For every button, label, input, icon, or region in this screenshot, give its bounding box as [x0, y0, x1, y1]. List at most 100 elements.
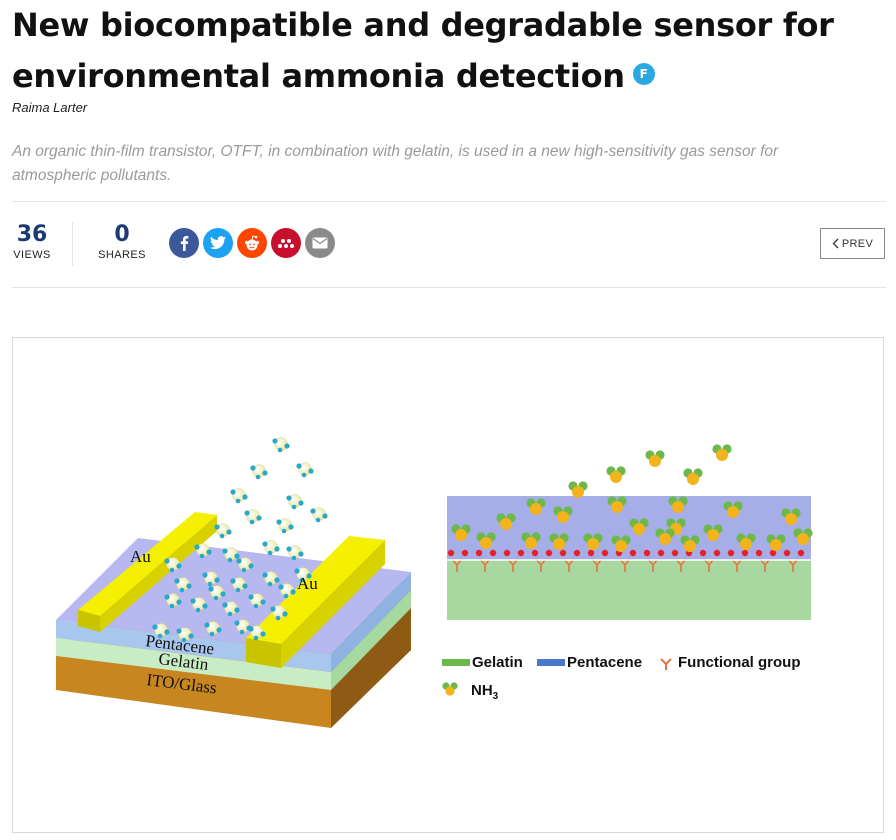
cross-section: [447, 444, 813, 620]
nh3-molecule: [286, 545, 304, 561]
interface-dot: [573, 549, 581, 557]
nh3-molecule: [629, 518, 649, 535]
nh3-molecule: [680, 535, 700, 552]
interface-dot: [657, 549, 665, 557]
au-label-left: Au: [130, 547, 151, 566]
nh3-molecule: [703, 524, 723, 541]
interface-dot: [755, 549, 763, 557]
views-label: VIEWS: [13, 249, 51, 261]
functional-group: [787, 558, 799, 572]
interface-dot: [769, 549, 777, 557]
nh3-molecule: [190, 597, 208, 613]
nh3-molecule: [683, 468, 703, 485]
functional-group: [563, 558, 575, 572]
nh3-molecule: [521, 532, 541, 549]
functional-group: [451, 558, 463, 572]
interface-dot: [545, 549, 553, 557]
divider-bottom: [12, 287, 886, 288]
reddit-icon: [244, 235, 260, 251]
nh3-molecule: [248, 593, 266, 609]
functional-group: [507, 558, 519, 572]
interface-dot: [447, 549, 455, 557]
nh3-molecule: [222, 547, 240, 563]
legend-nh3-main: NH: [471, 682, 493, 699]
nh3-molecule: [286, 494, 304, 510]
nh3-molecule: [668, 496, 688, 513]
functional-group: [591, 558, 603, 572]
au-electrode-left-top: [78, 512, 217, 616]
functional-group: [675, 558, 687, 572]
functional-group: [759, 558, 771, 572]
pentacene-interface-dots: [447, 549, 805, 557]
interface-dot: [517, 549, 525, 557]
chevron-left-icon: [832, 238, 839, 249]
legend-pentacene: Pentacene: [567, 654, 642, 671]
prev-article-button[interactable]: PREV: [820, 228, 885, 259]
email-icon: [312, 237, 328, 249]
interface-dot: [671, 549, 679, 557]
interface-dot: [601, 549, 609, 557]
au-electrode-left-side: [100, 515, 217, 632]
nh3-molecule: [272, 437, 290, 453]
share-twitter-button[interactable]: [203, 228, 233, 258]
nh3-molecule: [496, 513, 516, 530]
nh3-molecule: [526, 498, 546, 515]
interface-dot: [741, 549, 749, 557]
share-reddit-button[interactable]: [237, 228, 267, 258]
nh3-molecule: [222, 601, 240, 617]
nh3-molecule: [712, 444, 732, 461]
legend-functional: Functional group: [678, 654, 800, 671]
share-facebook-button[interactable]: [169, 228, 199, 258]
nh3-molecule: [568, 481, 588, 498]
nh3-molecule: [278, 583, 296, 599]
gelatin-layer-front: [56, 638, 331, 690]
pentacene-layer-side: [331, 572, 411, 672]
nh3-molecule: [781, 508, 801, 525]
nh3-molecule: [294, 567, 312, 583]
nh3-molecule-icon: [442, 682, 458, 696]
functional-group: [535, 558, 547, 572]
interface-dot: [797, 549, 805, 557]
nh3-molecule: [607, 496, 627, 513]
nh3-molecule: [204, 621, 222, 637]
views-stat: 36 VIEWS: [12, 222, 52, 262]
legend-nh3-sub: 3: [493, 691, 499, 702]
ito-layer-front: [56, 656, 331, 728]
divider-top: [12, 201, 886, 202]
share-email-button[interactable]: [305, 228, 335, 258]
nh3-molecule: [208, 585, 226, 601]
functional-group: [703, 558, 715, 572]
article-figure: Au Au Pentacene Gelatin ITO/Glass Gelati…: [12, 337, 884, 833]
interface-dot: [531, 549, 539, 557]
gelatin-layer-side: [331, 590, 411, 690]
nh3-molecule: [194, 543, 212, 559]
featured-badge-icon: F: [632, 63, 655, 85]
nh3-molecule: [270, 605, 288, 621]
nh3-molecule: [655, 528, 675, 545]
interface-dot: [559, 549, 567, 557]
nh3-molecule: [176, 627, 194, 643]
nh3-molecule: [451, 524, 471, 541]
nh3-molecule: [244, 509, 262, 525]
author-name[interactable]: Raima Larter: [12, 100, 88, 115]
nh3-molecule: [152, 623, 170, 639]
facebook-icon: [180, 236, 189, 251]
share-mix-button[interactable]: [271, 228, 301, 258]
au-electrode-right-side: [281, 540, 385, 668]
nh3-molecule: [262, 571, 280, 587]
au-label-right: Au: [297, 574, 318, 593]
nh3-molecule: [611, 535, 631, 552]
nh3-adsorbed-molecules: [451, 444, 813, 552]
interface-dot: [587, 549, 595, 557]
nh3-molecule: [262, 540, 280, 556]
nh3-molecule: [736, 533, 756, 550]
nh3-molecule: [250, 464, 268, 480]
gelatin-band: [447, 560, 811, 620]
legend-pentacene-swatch: [537, 659, 565, 666]
nh3-molecule: [234, 619, 252, 635]
nh3-molecule: [766, 534, 786, 551]
nh3-molecule: [476, 532, 496, 549]
nh3-molecule: [164, 593, 182, 609]
au-electrode-right-front: [246, 638, 281, 668]
